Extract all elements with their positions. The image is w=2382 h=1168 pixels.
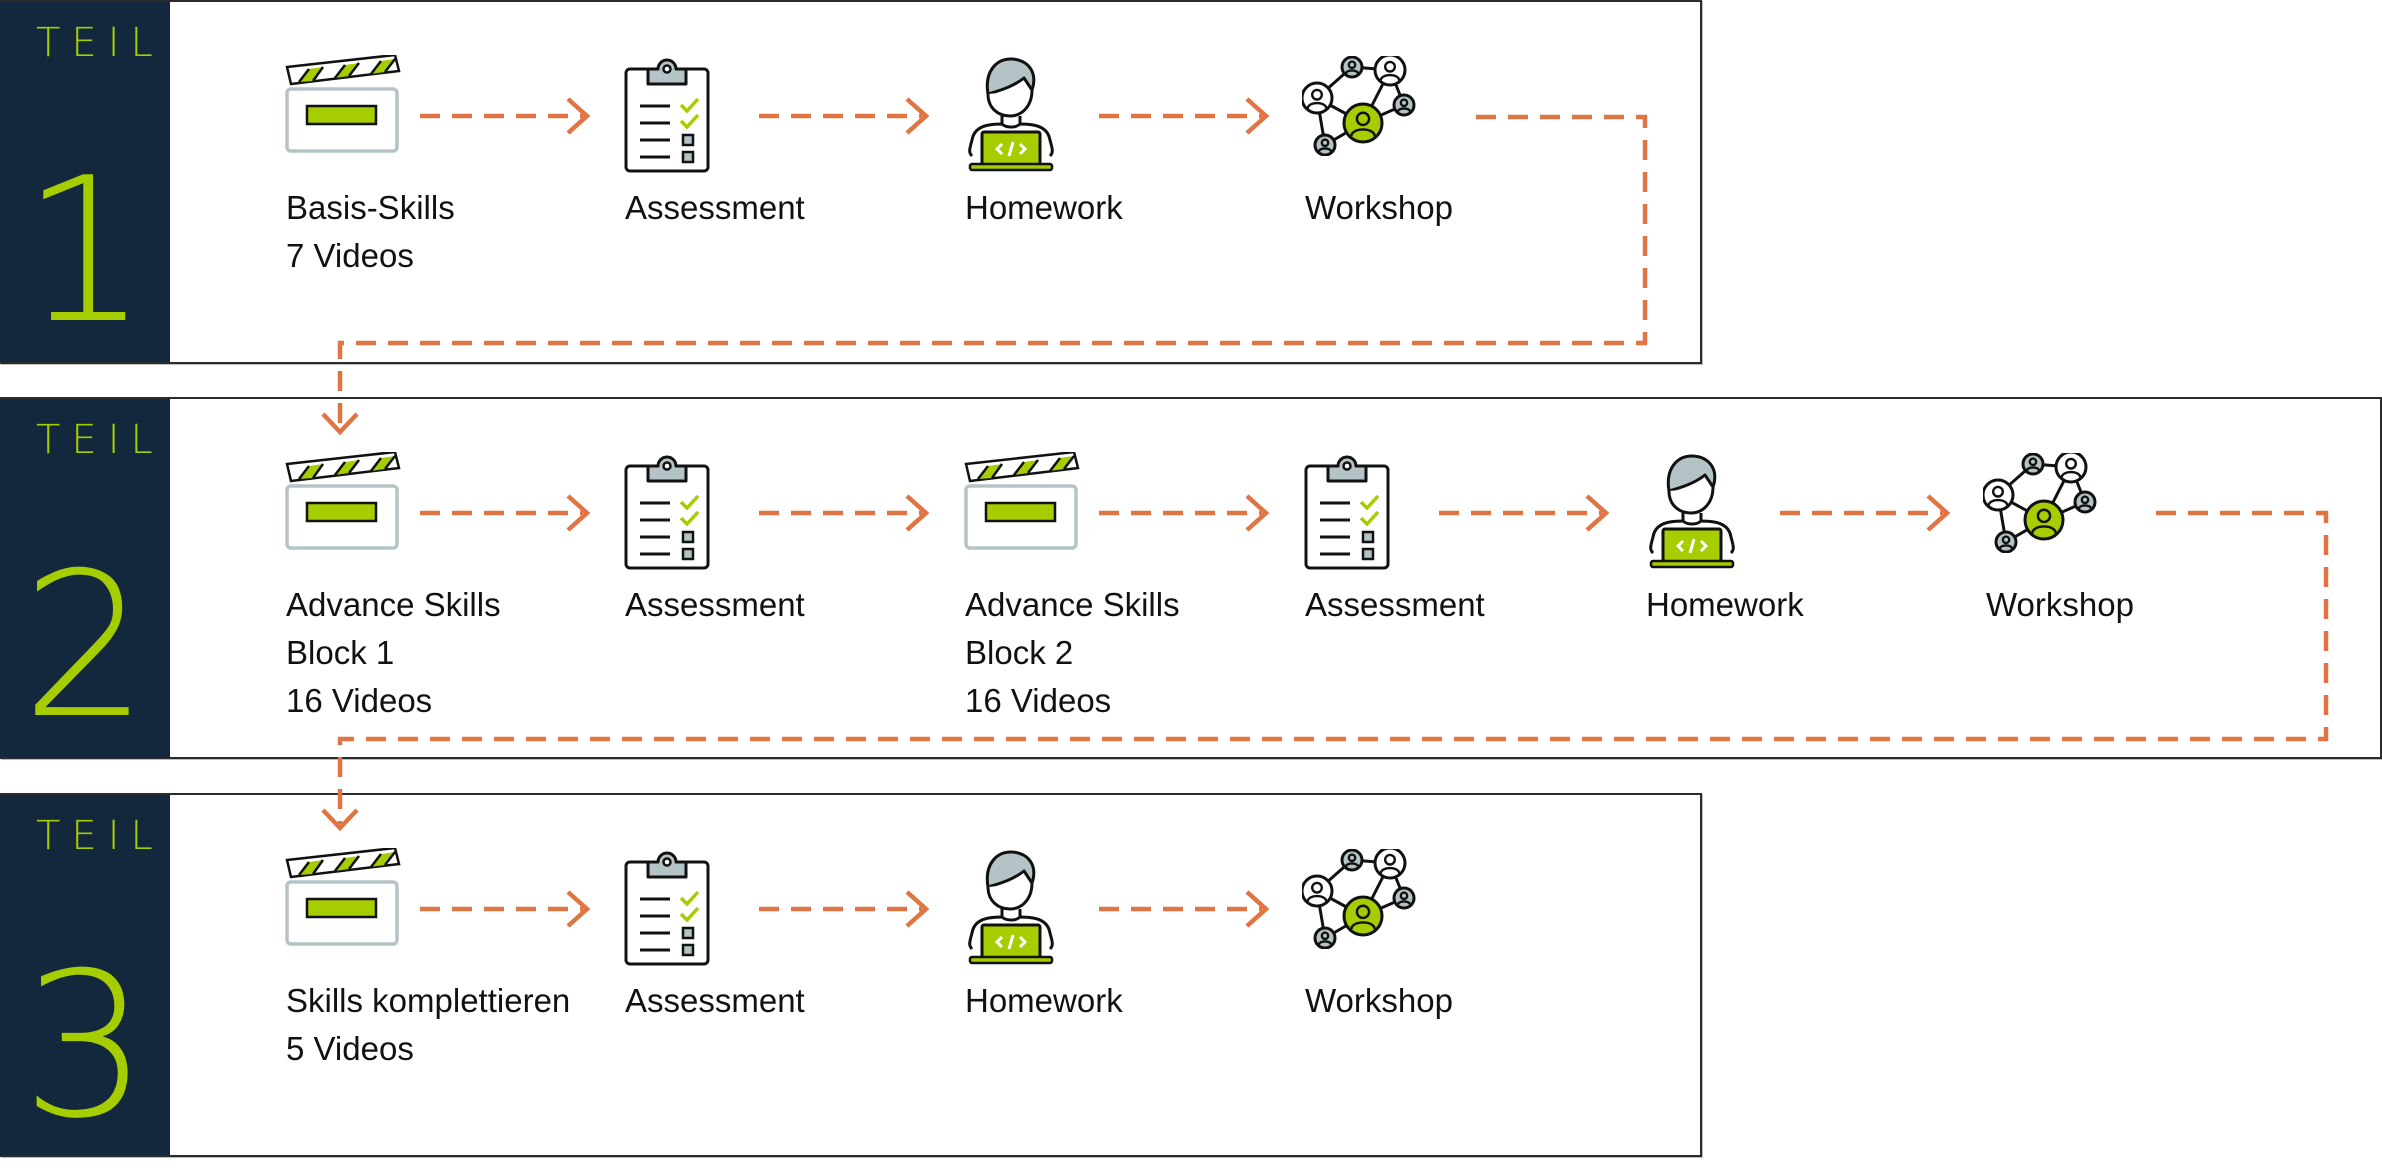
clapperboard-icon (285, 450, 405, 557)
step-homework: Homework (964, 0, 1264, 340)
clipboard-checklist-icon (624, 454, 714, 577)
step-title: Homework (1646, 586, 1804, 623)
step-title: Workshop (1305, 982, 1453, 1019)
person-laptop-code-icon (1647, 453, 1737, 574)
people-network-icon (1981, 450, 2099, 558)
step-assessment: Assessment (624, 0, 924, 340)
step-assessment: Assessment (624, 793, 924, 1133)
part-number: 3 (21, 930, 149, 1163)
step-workshop: Workshop (1981, 397, 2285, 737)
step-title: Assessment (1305, 586, 1485, 623)
step-title: Skills komplettieren (286, 982, 571, 1019)
part-prefix-label: TEIL (36, 813, 164, 859)
step-assessment: Assessment (624, 397, 924, 737)
step-workshop: Workshop (1300, 0, 1604, 340)
step-title: Homework (965, 189, 1123, 226)
step-homework: Homework (1645, 397, 1945, 737)
step-title: Homework (965, 982, 1123, 1019)
people-network-icon (1300, 846, 1418, 954)
part-prefix-label: TEIL (36, 417, 164, 463)
step-detail: 16 Videos (286, 682, 433, 719)
step-workshop: Workshop (1300, 793, 1604, 1133)
part-prefix-label: TEIL (36, 20, 164, 66)
step-detail: 16 Videos (965, 682, 1112, 719)
clipboard-checklist-icon (624, 850, 714, 973)
step-title: Assessment (625, 189, 805, 226)
person-laptop-code-icon (966, 56, 1056, 177)
clapperboard-icon (285, 846, 405, 953)
step-assessment: Assessment (1304, 397, 1604, 737)
person-laptop-code-icon (966, 849, 1056, 970)
step-detail: Block 2 (965, 634, 1074, 671)
part-number: 2 (21, 530, 149, 763)
clipboard-checklist-icon (1304, 454, 1394, 577)
step-video: Basis-Skills 7 Videos (285, 0, 585, 340)
clapperboard-icon (964, 450, 1084, 557)
step-title: Advance Skills (286, 586, 501, 623)
part-number: 1 (21, 135, 149, 368)
clapperboard-icon (285, 53, 405, 160)
step-video: Skills komplettieren 5 Videos (285, 793, 585, 1133)
step-title: Basis-Skills (286, 189, 455, 226)
people-network-icon (1300, 53, 1418, 161)
step-title: Workshop (1986, 586, 2134, 623)
step-title: Assessment (625, 982, 805, 1019)
step-detail: 5 Videos (286, 1030, 414, 1067)
step-title: Workshop (1305, 189, 1453, 226)
step-homework: Homework (964, 793, 1264, 1133)
step-detail: 7 Videos (286, 237, 414, 274)
step-detail: Block 1 (286, 634, 395, 671)
step-title: Advance Skills (965, 586, 1180, 623)
clipboard-checklist-icon (624, 57, 714, 180)
step-title: Assessment (625, 586, 805, 623)
